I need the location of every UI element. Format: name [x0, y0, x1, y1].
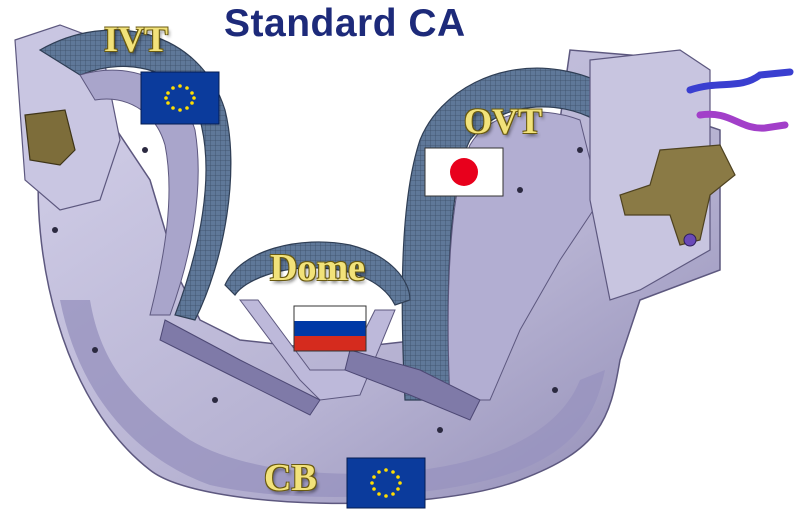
- body-bolts: [52, 147, 583, 433]
- label-cb: CB: [264, 457, 317, 499]
- lower-outer-reflector: [344, 349, 481, 421]
- cassette-body-lower-shadow: [60, 300, 605, 497]
- bracket-bolt: [683, 233, 697, 247]
- label-ivt: IVT: [104, 19, 169, 59]
- diagram-title: Standard CA: [224, 2, 466, 45]
- label-ovt: OVT: [464, 101, 543, 141]
- dome-support-struts: [239, 299, 396, 401]
- left-mounting-bracket: [24, 109, 76, 166]
- dome-tiles: [224, 241, 411, 306]
- blue-coolant-pipe: [686, 68, 794, 94]
- russia-flag-dome: [293, 305, 367, 352]
- right-mounting-bracket: [619, 144, 736, 246]
- lower-inner-reflector: [159, 319, 321, 416]
- eu-flag-ivt: [140, 71, 220, 125]
- purple-coolant-pipe: [696, 110, 789, 132]
- japan-flag-ovt: [424, 147, 504, 197]
- eu-flag-cb: [346, 457, 426, 509]
- label-dome: Dome: [270, 247, 365, 289]
